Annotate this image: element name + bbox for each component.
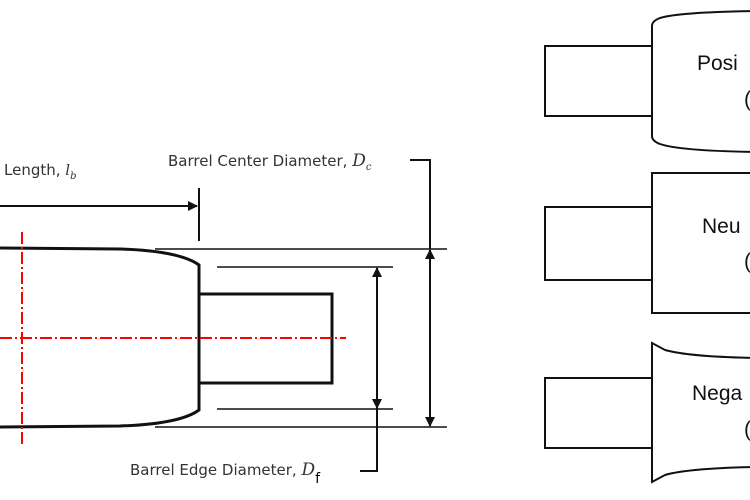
- neutral-shaft: [544, 206, 653, 281]
- negative-label: Nega: [692, 382, 743, 405]
- left-diagram: Length, lb Barrel Center Diameter, Dc Ba…: [0, 151, 447, 487]
- edge-diameter-label: Barrel Edge Diameter, Df: [130, 460, 321, 487]
- negative-shaft: [544, 377, 653, 449]
- negative-sublabel: (: [744, 418, 750, 441]
- center-diameter-label: Barrel Center Diameter, Dc: [168, 151, 372, 173]
- positive-sublabel: (: [744, 88, 750, 111]
- neutral-crown-shape: Neu (: [544, 172, 750, 314]
- right-diagram: Posi ( Neu ( Nega (: [544, 10, 750, 484]
- edge-leader: [360, 408, 378, 472]
- neutral-label: Neu: [702, 215, 741, 238]
- length-label: Length, lb: [4, 161, 77, 182]
- negative-crown-shape: Nega (: [544, 341, 750, 484]
- positive-label: Posi: [697, 52, 738, 75]
- neutral-sublabel: (: [744, 250, 750, 273]
- positive-shaft: [544, 45, 653, 117]
- positive-crown-shape: Posi (: [544, 10, 750, 153]
- center-leader: [410, 159, 431, 249]
